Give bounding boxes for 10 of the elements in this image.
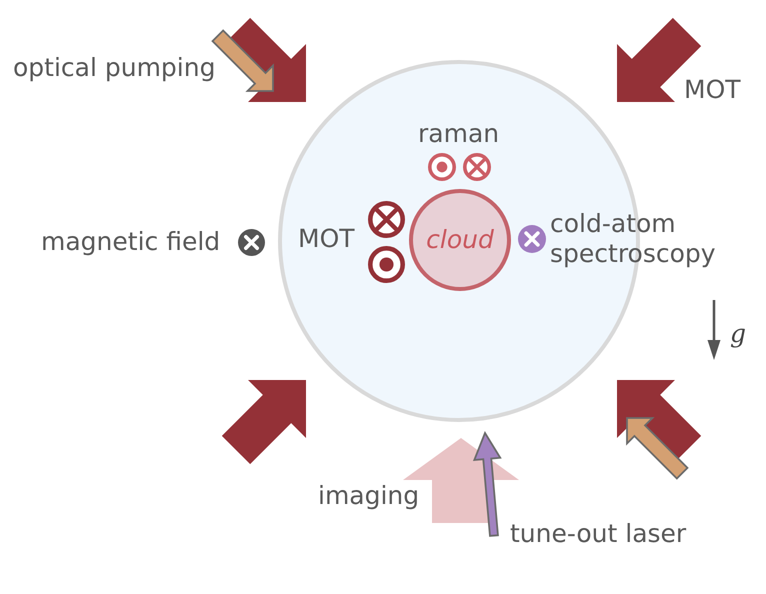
beam-label: MOT	[684, 75, 741, 105]
beam-label: imaging	[318, 481, 420, 511]
beam-label: cold-atom spectroscopy	[550, 209, 717, 269]
gravity-label: g	[730, 319, 746, 349]
beam-label: optical pumping	[13, 53, 216, 83]
field-label: magnetic field	[41, 227, 220, 257]
node-label: cloud	[426, 225, 494, 255]
beam-label: tune-out laser	[510, 519, 686, 549]
beam-label: raman	[418, 119, 500, 149]
beam-label: MOT	[298, 224, 355, 254]
